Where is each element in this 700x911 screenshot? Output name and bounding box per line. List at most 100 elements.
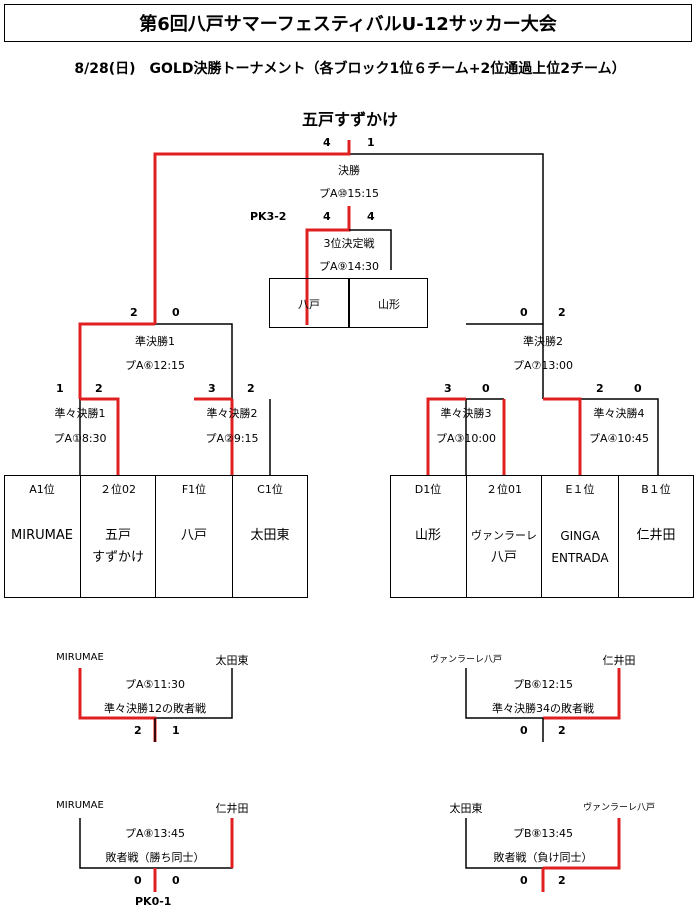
- qf2-label: 準々決勝2: [206, 407, 258, 420]
- qf4-label: 準々決勝4: [593, 407, 645, 420]
- qf3-time: プA③10:00: [435, 432, 497, 445]
- qf4-line-left: [543, 397, 582, 475]
- cons4-score-left: 0: [520, 874, 528, 887]
- team-name: 太田東: [232, 525, 308, 547]
- cons1-line-right: [155, 668, 233, 719]
- cons1-score-right: 1: [172, 724, 180, 737]
- cons3-label: 敗者戦（勝ち同士）: [105, 851, 205, 864]
- final-line-left: [153, 140, 351, 324]
- team-name: MIRUMAE: [4, 525, 80, 547]
- team-seed: C1位: [257, 483, 283, 496]
- cons3-score-right: 0: [172, 874, 180, 887]
- semi1-score-right: 0: [172, 306, 180, 319]
- cons4-line-left: [465, 818, 543, 869]
- third-pk: PK3-2: [250, 210, 287, 223]
- final-score-left: 4: [323, 136, 331, 149]
- team-name-line1: 仁井田: [636, 528, 676, 543]
- cons1-score-left: 2: [134, 724, 142, 737]
- semi2-score-left: 0: [520, 306, 528, 319]
- cons2-label: 準々決勝34の敗者戦: [492, 702, 594, 715]
- team-name-line1: MIRUMAE: [11, 528, 73, 543]
- cons3-line-left: [79, 818, 155, 869]
- team-name-line2: ENTRADA: [551, 551, 609, 565]
- semi1-line-right: [155, 323, 233, 399]
- third-line-left: [305, 206, 351, 325]
- cons3-score-left: 0: [134, 874, 142, 887]
- semi2-line-left: [466, 323, 544, 399]
- semi1-line-left: [78, 322, 155, 399]
- cons2-score-left: 0: [520, 724, 528, 737]
- third-label: 3位決定戦: [323, 237, 375, 250]
- third-team-right-box: [349, 278, 428, 328]
- team-name: 仁井田: [618, 525, 694, 547]
- qf1-score-right: 2: [95, 382, 103, 395]
- team-name-line1: 太田東: [250, 528, 290, 543]
- teams-left-group: [4, 475, 308, 598]
- cons3-time: プA⑧13:45: [124, 827, 186, 840]
- cons4-score-right: 2: [558, 874, 566, 887]
- team-seed: B１位: [641, 483, 671, 496]
- final-score-right: 1: [367, 136, 375, 149]
- cons1-left-team: MIRUMAE: [56, 652, 104, 663]
- team-seed: ２位02: [100, 483, 136, 496]
- cons3-pk: PK0-1: [135, 895, 172, 908]
- third-score-left: 4: [323, 210, 331, 223]
- qf1-time: プA①8:30: [53, 432, 107, 445]
- cons2-left-team: ヴァンラーレ八戸: [429, 655, 503, 665]
- final-time: プA⑩15:15: [318, 187, 380, 200]
- team-seed: F1位: [181, 483, 207, 496]
- team-name: 山形: [390, 525, 466, 547]
- qf2-score-right: 2: [247, 382, 255, 395]
- semi2-time: プA⑦13:00: [512, 359, 574, 372]
- cons1-label: 準々決勝12の敗者戦: [104, 702, 206, 715]
- team-name-line1: 五戸: [104, 528, 131, 543]
- tournament-subtitle: 8/28(日) GOLD決勝トーナメント（各ブロック1位６チーム+2位通過上位2…: [74, 61, 626, 77]
- cons3-left-team: MIRUMAE: [56, 800, 104, 811]
- semi1-time: プA⑥12:15: [124, 359, 186, 372]
- team-divider-1: [80, 475, 156, 598]
- team-name: 八戸: [156, 525, 232, 547]
- team-seed: A1位: [29, 483, 55, 496]
- cons4-time: プB⑧13:45: [512, 827, 574, 840]
- team-name: GINGA ENTRADA: [542, 525, 618, 569]
- third-time: プA⑨14:30: [318, 260, 380, 273]
- qf1-label: 準々決勝1: [54, 407, 106, 420]
- qf2-time: プA②9:15: [205, 432, 259, 445]
- cons4-left-team: 太田東: [449, 802, 483, 815]
- team-seed: E１位: [565, 483, 595, 496]
- qf4-score-left: 2: [596, 382, 604, 395]
- qf3-label: 準々決勝3: [440, 407, 492, 420]
- final-line-right: [349, 153, 544, 324]
- team-divider-4: [618, 475, 619, 598]
- qf3-line-winner: [426, 397, 466, 475]
- third-team-left-box: [269, 278, 349, 328]
- title-text: 第6回八戸サマーフェスティバルU-12サッカー大会: [139, 14, 557, 35]
- team-divider-2: [232, 475, 233, 598]
- champion-name: 五戸すずかけ: [301, 110, 398, 129]
- semi2-score-right: 2: [558, 306, 566, 319]
- third-line-right: [349, 229, 392, 270]
- qf4-score-right: 0: [634, 382, 642, 395]
- cons4-line-right: [543, 818, 621, 870]
- team-divider-3: [466, 475, 542, 598]
- cons2-right-team: 仁井田: [602, 654, 636, 667]
- team-name-line2: 八戸: [490, 550, 517, 565]
- cons4-right-team: ヴァンラーレ八戸: [582, 803, 656, 813]
- teams-right-group: [390, 475, 694, 598]
- qf3-score-right: 0: [482, 382, 490, 395]
- cons2-line-right: [543, 668, 621, 720]
- final-label: 決勝: [338, 164, 360, 177]
- tournament-title: 第6回八戸サマーフェスティバルU-12サッカー大会: [4, 4, 692, 42]
- qf1-line-right: [80, 397, 120, 475]
- qf3-score-left: 3: [444, 382, 452, 395]
- cons3-right-team: 仁井田: [215, 802, 249, 815]
- team-seed: D1位: [414, 483, 442, 496]
- team-name-line1: 山形: [414, 528, 441, 543]
- cons2-time: プB⑥12:15: [512, 678, 574, 691]
- semi1-label: 準決勝1: [135, 335, 175, 348]
- team-name-line2: すずかけ: [91, 550, 144, 565]
- third-team-left: 八戸: [298, 298, 320, 311]
- third-team-right: 山形: [378, 298, 400, 311]
- team-name-line1: GINGA: [560, 529, 600, 543]
